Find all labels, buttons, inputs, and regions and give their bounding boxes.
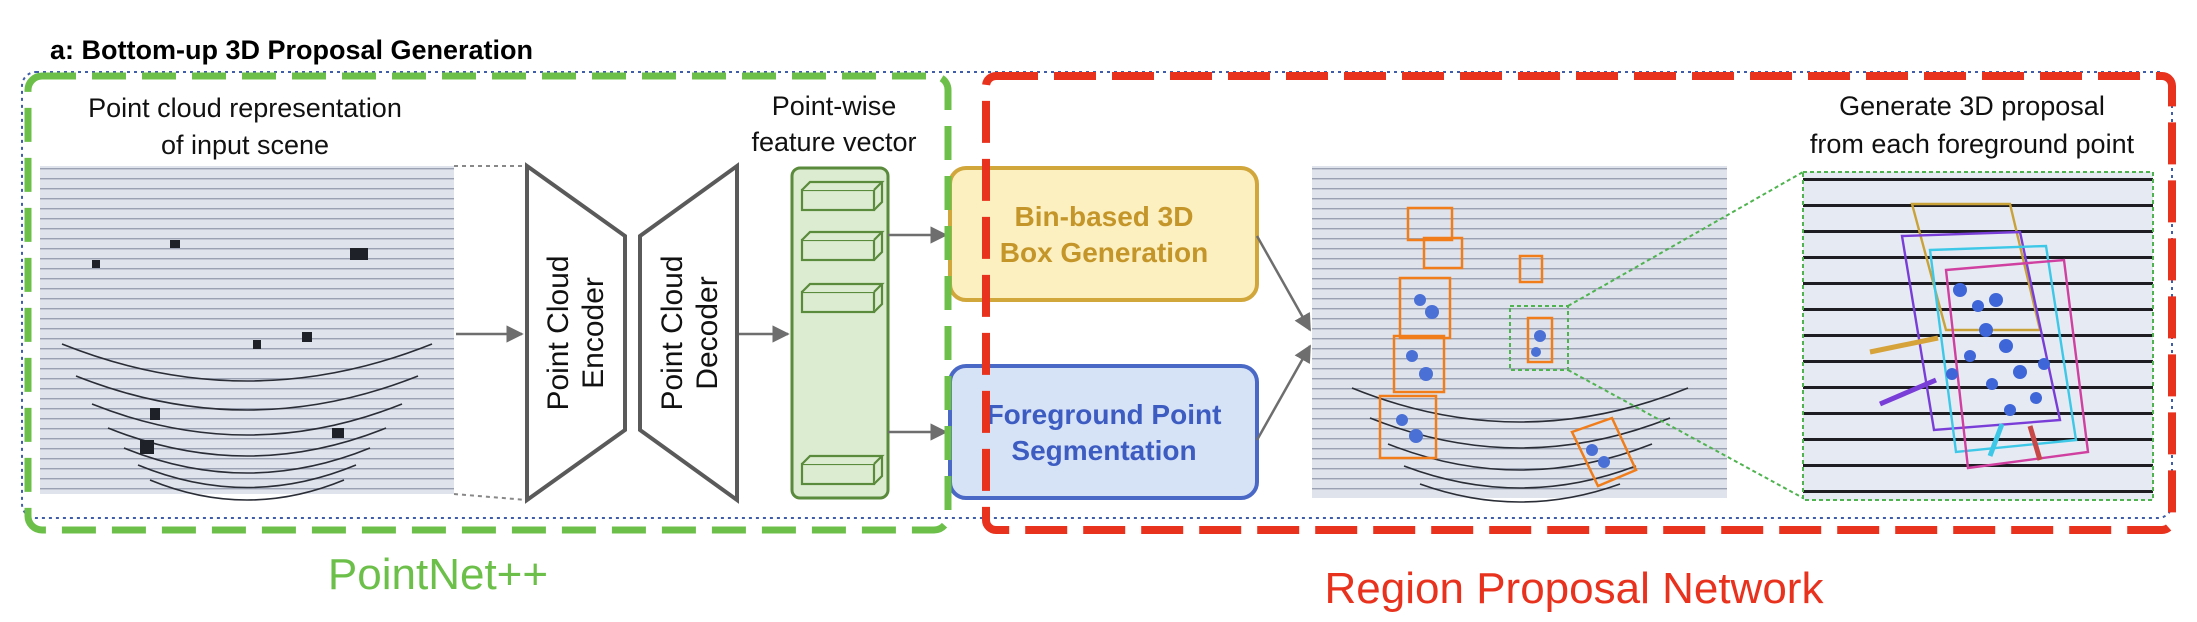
clutter-marks [92,240,368,454]
zoomed-proposal-image [1802,171,2154,501]
input-point-cloud-image [40,166,454,494]
zoom-source-box [1509,305,1569,371]
lidar-rings [61,343,433,501]
arrow-seg-to-proposals [1255,344,1312,441]
fg-seg-label-1: Foreground Point [987,399,1222,430]
zoom-connector-bottom [1567,369,1804,499]
input-scene-caption-2: of input scene [161,130,329,160]
feature-cell-3 [800,282,885,314]
decoder-block: Point Cloud Decoder [638,162,739,504]
proposal-box-1 [1406,206,1454,242]
feature-cell-1 [800,180,885,212]
proposal-zoom: Generate 3D proposal from each foregroun… [1802,91,2154,501]
proposal-box-7 [1526,316,1554,364]
pointnet-label: PointNet++ [328,550,548,599]
rpn-label: Region Proposal Network [1325,564,1825,613]
decoder-label-1: Point Cloud [656,255,689,410]
feature-caption-2: feature vector [751,127,916,157]
encoder-label-2: Encoder [577,277,610,389]
proposals-scene [1312,166,1804,503]
encoder-block: Point Cloud Encoder [525,162,627,504]
feature-vector-block: Point-wise feature vector [751,91,917,500]
diagram-title: a: Bottom-up 3D Proposal Generation [50,35,533,65]
bin-box-generation-block: Bin-based 3D Box Generation [948,166,1259,302]
arrow-marker-red [2027,425,2043,461]
fg-seg-label-2: Segmentation [1011,435,1196,466]
proposal-box-4 [1392,334,1446,394]
decoder-label-2: Decoder [691,276,724,389]
proposal-box-5 [1378,394,1438,460]
feature-caption-1: Point-wise [772,91,897,121]
encoder-label-1: Point Cloud [542,255,575,410]
arrow-marker-purple [1879,377,1937,407]
proposal-box-8 [1570,416,1638,488]
proposal-box-6 [1518,254,1544,284]
outer-frame [21,71,2173,519]
input-scene: Point cloud representation of input scen… [40,93,528,501]
pointnet-group-frame [24,72,952,534]
rpn-group-frame [982,72,2176,534]
bin-box-label-1: Bin-based 3D [1015,201,1194,232]
fg-segmentation-block: Foreground Point Segmentation [948,364,1259,500]
zoom-caption-2: from each foreground point [1810,129,2135,159]
proposal-box-2 [1422,236,1464,270]
feature-cell-4 [800,454,885,486]
arrow-marker-cyan [1987,423,2005,457]
zoom-caption-1: Generate 3D proposal [1839,91,2105,121]
zoom-connector-top [1567,171,1804,307]
arrow-bin-to-proposals [1255,235,1312,332]
arrow-marker-gold [1869,335,1939,355]
zoom-line-bottom [453,493,528,501]
input-scene-caption-1: Point cloud representation [88,93,402,123]
feature-cell-2 [800,230,885,262]
proposal-box-3 [1398,276,1452,340]
bin-box-label-2: Box Generation [1000,237,1208,268]
